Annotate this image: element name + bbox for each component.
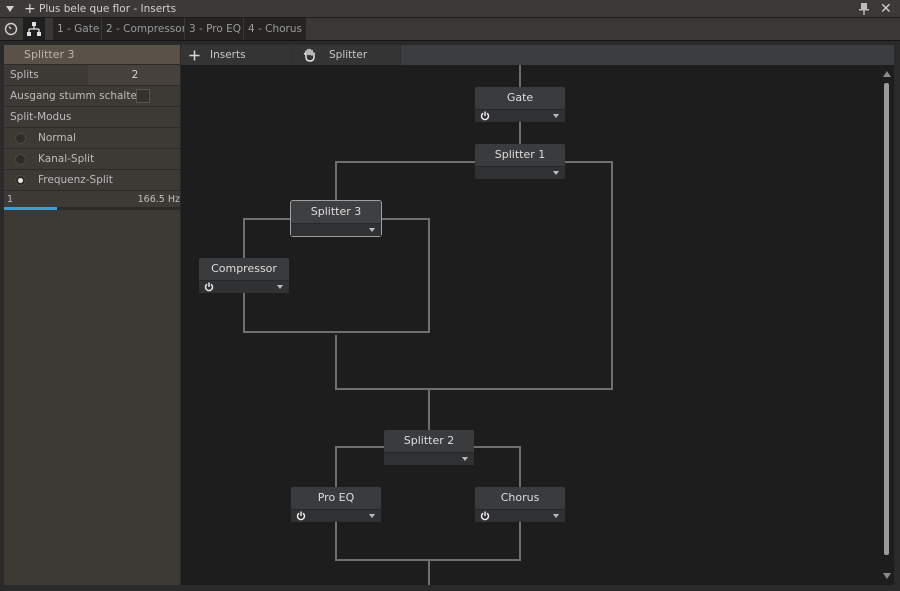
plus-icon [189, 45, 200, 65]
frequency-slider[interactable]: 1 166.5 Hz [4, 191, 180, 211]
power-icon[interactable] [480, 510, 490, 522]
splits-row: Splits 2 [4, 65, 180, 86]
node-splitter-1-label: Splitter 1 [494, 148, 546, 161]
frequency-value: 166.5 Hz [137, 194, 180, 205]
scroll-up-icon[interactable] [883, 71, 891, 77]
window-frame-bottom [0, 585, 900, 591]
mode-option-normal[interactable]: Normal [4, 128, 180, 149]
routing-canvas[interactable]: Gate Splitter 1 Splitter 3 Compressor Sp… [181, 65, 880, 585]
chevron-down-icon[interactable] [462, 457, 468, 461]
panel-title: Splitter 3 [4, 45, 180, 65]
mode-normal-label: Normal [38, 132, 76, 144]
mode-kanal-split-label: Kanal-Split [38, 153, 95, 165]
chevron-down-icon[interactable] [553, 114, 559, 118]
power-icon[interactable] [480, 110, 490, 122]
splitter-button[interactable]: Splitter [292, 45, 400, 65]
radio-kanal-split[interactable] [15, 154, 26, 165]
node-splitter-3-label: Splitter 3 [310, 205, 362, 218]
splits-label: Splits [10, 69, 39, 81]
chevron-down-icon[interactable] [369, 228, 375, 232]
routing-connections [243, 65, 613, 585]
node-compressor-label: Compressor [211, 262, 277, 275]
power-icon[interactable] [296, 510, 306, 522]
node-splitter-1[interactable]: Splitter 1 [475, 144, 565, 179]
splitter2-merge [335, 522, 521, 561]
mode-option-frequenz-split[interactable]: Frequenz-Split [4, 170, 180, 191]
node-pro-eq-label: Pro EQ [317, 491, 355, 504]
splitter1-right-branch [335, 161, 613, 390]
tab-chorus[interactable]: 4 - Chorus [243, 18, 306, 40]
node-splitter-2-label: Splitter 2 [403, 434, 455, 447]
frequency-min: 1 [7, 194, 14, 205]
window-frame-right [894, 41, 900, 591]
frequency-track[interactable] [4, 207, 180, 210]
splitter2-left-branch [335, 446, 384, 487]
tab-gate[interactable]: 1 - Gate [52, 18, 104, 40]
radio-frequenz-split[interactable] [15, 175, 26, 186]
node-compressor[interactable]: Compressor [199, 258, 289, 293]
mode-option-kanal-split[interactable]: Kanal-Split [4, 149, 180, 170]
menu-triangle-icon[interactable] [6, 6, 14, 12]
splitter-settings-panel: Splitter 3 Splits 2 Ausgang stumm schalt… [4, 45, 180, 585]
window-title: Plus bele que flor - Inserts [39, 3, 177, 15]
chevron-down-icon[interactable] [369, 514, 375, 518]
splits-value-field[interactable]: 2 [88, 65, 180, 85]
title-bar: + Plus bele que flor - Inserts ✕ [0, 0, 900, 18]
scroll-down-icon[interactable] [883, 573, 891, 579]
tab-pro-eq[interactable]: 3 - Pro EQ [184, 18, 246, 40]
splitter3-right-branch [243, 218, 430, 333]
frequency-fill [4, 207, 57, 210]
routing-icon[interactable] [23, 18, 45, 40]
inserts-button[interactable]: Inserts [181, 45, 291, 65]
radio-normal[interactable] [15, 133, 26, 144]
chevron-down-icon[interactable] [553, 171, 559, 175]
splitter3-left-branch [243, 218, 291, 258]
node-splitter-2[interactable]: Splitter 2 [384, 430, 474, 465]
mute-row: Ausgang stumm schalten [4, 86, 180, 107]
inserts-label: Inserts [210, 49, 246, 61]
splitter2-right-branch [474, 446, 521, 487]
tab-bar: 1 - Gate 2 - Compressor 3 - Pro EQ 4 - C… [0, 18, 900, 41]
tab-compressor[interactable]: 2 - Compressor [101, 18, 191, 40]
power-icon[interactable] [204, 281, 214, 293]
hand-icon [303, 45, 316, 65]
mode-header: Split-Modus [4, 107, 180, 128]
chevron-down-icon[interactable] [277, 285, 283, 289]
splitter1-left-branch [335, 161, 475, 201]
node-chorus-label: Chorus [500, 491, 540, 504]
vertical-scrollbar[interactable] [880, 65, 894, 585]
node-chorus[interactable]: Chorus [475, 487, 565, 522]
splitter-label: Splitter [329, 49, 368, 61]
node-gate-label: Gate [506, 91, 534, 104]
mode-frequenz-split-label: Frequenz-Split [38, 174, 113, 186]
node-splitter-3[interactable]: Splitter 3 [290, 200, 382, 237]
scroll-thumb[interactable] [884, 83, 889, 555]
node-pro-eq[interactable]: Pro EQ [291, 487, 381, 522]
chevron-down-icon[interactable] [553, 514, 559, 518]
clock-icon[interactable] [0, 18, 22, 40]
node-gate[interactable]: Gate [475, 87, 565, 122]
pin-icon[interactable] [858, 2, 870, 16]
add-icon[interactable]: + [24, 1, 36, 17]
mute-checkbox[interactable] [136, 89, 150, 103]
routing-toolbar: Inserts Splitter [181, 45, 894, 65]
mute-label: Ausgang stumm schalten [10, 90, 144, 102]
close-icon[interactable]: ✕ [880, 1, 892, 17]
toolbar-spacer [401, 45, 894, 65]
mode-label: Split-Modus [10, 111, 72, 123]
